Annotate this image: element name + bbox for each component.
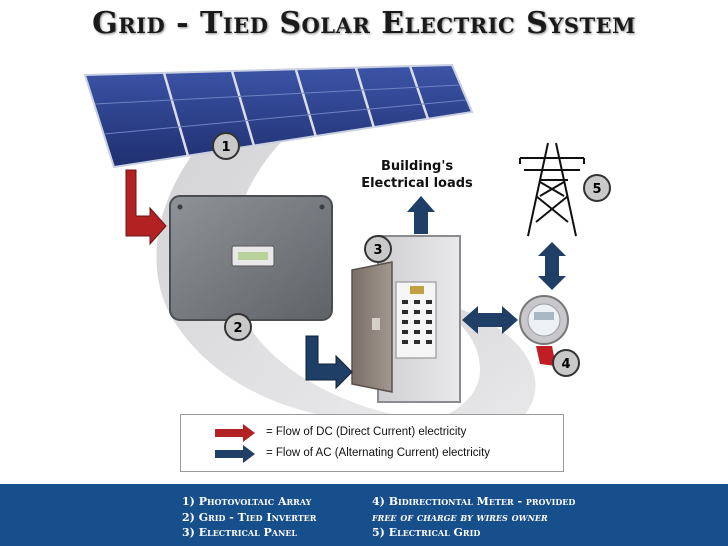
- ac-arrow-meter-grid: [538, 242, 566, 290]
- footer-right-list: 4) Bidirectiontal Meter - provided free …: [372, 494, 575, 541]
- legend-ac-label: = Flow of AC (Alternating Current) elect…: [266, 447, 491, 459]
- badge-1: 1: [212, 132, 240, 160]
- footer-item: free of charge by wires owner: [372, 510, 548, 524]
- inverter-icon: [169, 195, 333, 321]
- svg-text:3: 3: [373, 243, 382, 258]
- ac-legend-arrow-icon: [215, 445, 255, 463]
- building-loads-line1: Building's: [380, 159, 454, 174]
- ac-arrow-to-building-loads: [407, 196, 435, 234]
- dc-legend-arrow-icon: [215, 424, 255, 442]
- footer-band: 1) Photovoltaic Array 2) Grid - Tied Inv…: [0, 484, 728, 546]
- badge-5: 5: [583, 174, 611, 202]
- ac-arrow-panel-meter: [462, 306, 518, 334]
- footer-left-list: 1) Photovoltaic Array 2) Grid - Tied Inv…: [182, 494, 316, 541]
- building-loads-line2: Electrical loads: [361, 176, 473, 191]
- footer-item: 5) Electrical Grid: [372, 526, 481, 539]
- svg-text:2: 2: [233, 321, 242, 336]
- badge-2: 2: [224, 313, 252, 341]
- electrical-panel-icon: [351, 235, 461, 403]
- solar-panel-icon: [83, 63, 474, 169]
- svg-text:4: 4: [561, 357, 570, 372]
- ac-arrow-inverter-to-panel: [305, 335, 353, 390]
- building-loads-label: Building's Electrical loads: [352, 158, 482, 192]
- svg-text:5: 5: [592, 182, 601, 197]
- footer-item: 1) Photovoltaic Array: [182, 495, 312, 508]
- badge-3: 3: [364, 235, 392, 263]
- footer-item: 4) Bidirectiontal Meter - provided: [372, 495, 576, 508]
- legend-arrows: [215, 424, 255, 463]
- footer-item: 3) Electrical Panel: [182, 526, 298, 539]
- dc-arrow-panel-to-inverter: [125, 169, 167, 246]
- meter-icon: [519, 295, 569, 366]
- page-title: Grid - Tied Solar Electric System: [92, 6, 636, 41]
- svg-text:1: 1: [221, 140, 230, 155]
- legend-box: [180, 414, 564, 472]
- legend-dc-label: = Flow of DC (Direct Current) electricit…: [266, 426, 467, 438]
- footer-item: 2) Grid - Tied Inverter: [182, 510, 317, 524]
- transmission-tower-icon: [519, 142, 585, 237]
- badge-4: 4: [552, 349, 580, 377]
